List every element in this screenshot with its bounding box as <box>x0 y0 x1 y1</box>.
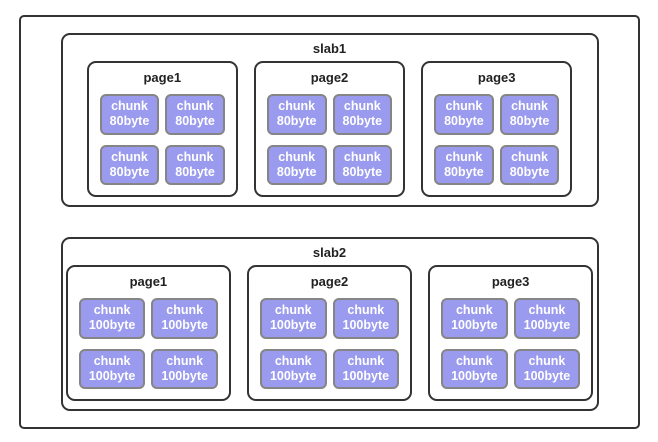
chunk-box: chunk 100byte <box>441 298 508 339</box>
chunk-box: chunk 80byte <box>165 144 225 185</box>
page-label: page3 <box>477 70 516 85</box>
slab-1-box: slab1 page1 chunk 80byte chunk 80byte ch… <box>60 33 599 207</box>
chunk-box: chunk 100byte <box>151 348 218 389</box>
chunk-box: chunk 100byte <box>441 348 508 389</box>
chunk-box: chunk 100byte <box>332 348 400 389</box>
chunk-box: chunk 80byte <box>266 144 327 185</box>
chunk-box: chunk 80byte <box>99 144 160 185</box>
pages-row: page1 chunk 80byte chunk 80byte chunk 80… <box>63 61 597 197</box>
page-label: page1 <box>129 274 168 289</box>
slab-1-page-1-box: page1 chunk 80byte chunk 80byte chunk 80… <box>86 61 238 197</box>
chunk-box: chunk 100byte <box>78 348 146 389</box>
chunk-box: chunk 80byte <box>434 94 494 135</box>
pages-row: page1 chunk 100byte chunk 100byte chunk … <box>63 265 597 401</box>
chunk-box: chunk 80byte <box>499 144 560 185</box>
chunk-box: chunk 100byte <box>513 348 581 389</box>
chunk-grid: chunk 100byte chunk 100byte chunk 100byt… <box>441 298 581 389</box>
slab-2-page-2-box: page2 chunk 100byte chunk 100byte chunk … <box>246 265 413 401</box>
slab-2-page-3-box: page3 chunk 100byte chunk 100byte chunk … <box>428 265 594 401</box>
chunk-grid: chunk 80byte chunk 80byte chunk 80byte c… <box>266 94 393 185</box>
chunk-box: chunk 80byte <box>499 94 560 135</box>
chunk-box: chunk 80byte <box>332 144 393 185</box>
chunk-box: chunk 100byte <box>78 298 146 339</box>
chunk-box: chunk 100byte <box>513 298 581 339</box>
slab-2-page-1-box: page1 chunk 100byte chunk 100byte chunk … <box>65 265 231 401</box>
slab-1-page-2-box: page2 chunk 80byte chunk 80byte chunk 80… <box>253 61 406 197</box>
chunk-box: chunk 80byte <box>332 94 393 135</box>
chunk-box: chunk 80byte <box>165 94 225 135</box>
chunk-grid: chunk 100byte chunk 100byte chunk 100byt… <box>78 298 218 389</box>
page-label: page3 <box>491 274 530 289</box>
page-label: page1 <box>143 70 182 85</box>
slab-2-box: slab2 page1 chunk 100byte chunk 100byte … <box>60 237 599 411</box>
slab-label: slab2 <box>312 245 347 260</box>
chunk-box: chunk 80byte <box>434 144 494 185</box>
page-label: page2 <box>310 274 349 289</box>
page-label: page2 <box>310 70 349 85</box>
chunk-box: chunk 100byte <box>259 348 327 389</box>
chunk-box: chunk 100byte <box>151 298 218 339</box>
chunk-box: chunk 100byte <box>332 298 400 339</box>
chunk-box: chunk 80byte <box>266 94 327 135</box>
chunk-box: chunk 100byte <box>259 298 327 339</box>
chunk-grid: chunk 80byte chunk 80byte chunk 80byte c… <box>434 94 560 185</box>
slab-label: slab1 <box>312 41 347 56</box>
chunk-box: chunk 80byte <box>99 94 160 135</box>
chunk-grid: chunk 80byte chunk 80byte chunk 80byte c… <box>99 94 225 185</box>
outer-frame: slab1 page1 chunk 80byte chunk 80byte ch… <box>19 15 640 429</box>
chunk-grid: chunk 100byte chunk 100byte chunk 100byt… <box>259 298 400 389</box>
slab-1-page-3-box: page3 chunk 80byte chunk 80byte chunk 80… <box>421 61 573 197</box>
